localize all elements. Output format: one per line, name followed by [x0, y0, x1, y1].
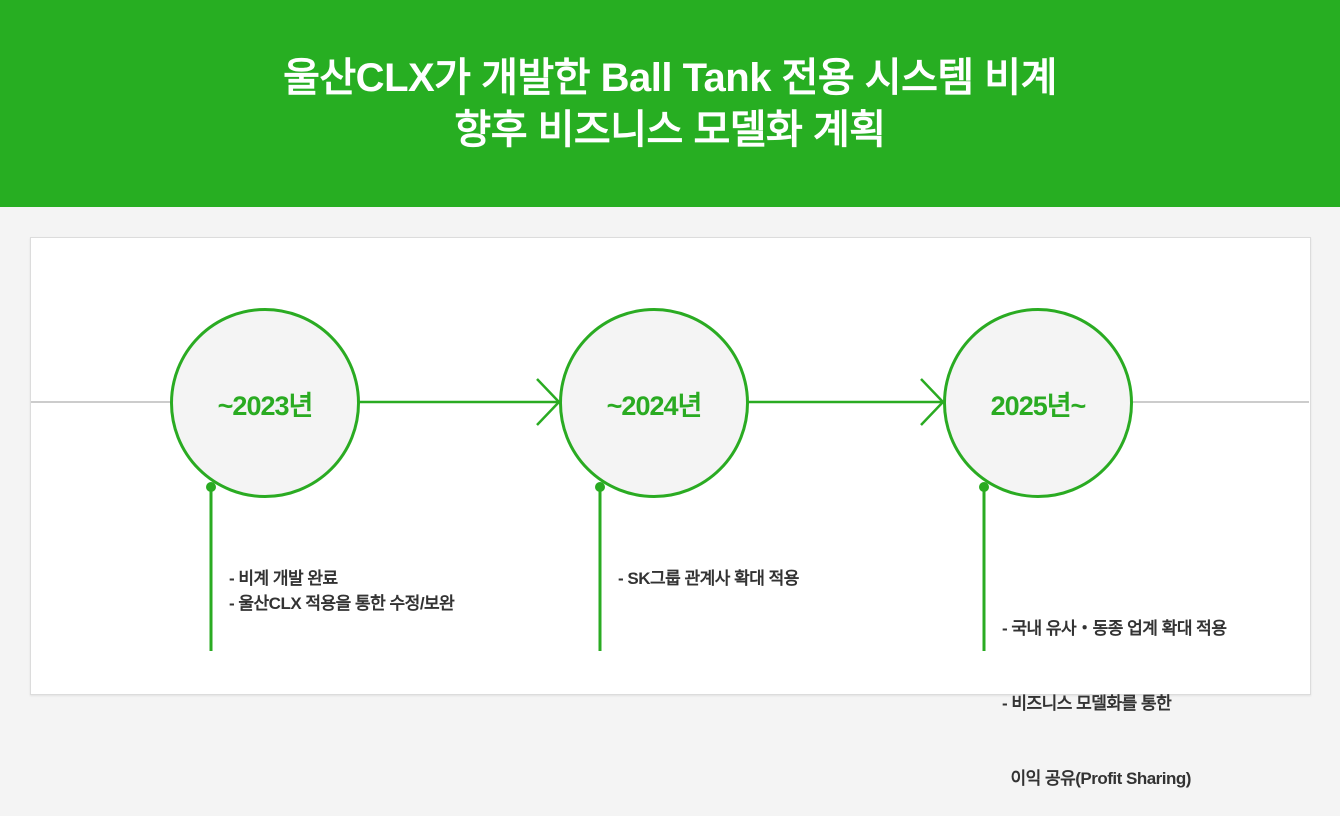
pointer-dot-1 — [206, 482, 216, 492]
stage-circle-2023: ~2023년 — [170, 308, 360, 498]
pointer-dot-2 — [595, 482, 605, 492]
stage-description-2024: - SK그룹 관계사 확대 적용 — [618, 566, 799, 591]
description-item: - SK그룹 관계사 확대 적용 — [618, 569, 799, 588]
stage-circle-2025: 2025년~ — [943, 308, 1133, 498]
description-item: - 국내 유사・동종 업계 확대 적용 — [1002, 619, 1227, 638]
stage-label: 2025년~ — [990, 390, 1087, 421]
description-item: - 울산CLX 적용을 통한 수정/보완 — [229, 594, 455, 613]
stage-label: ~2024년 — [606, 390, 703, 421]
description-item: 이익 공유(Profit Sharing) — [1002, 769, 1191, 788]
stage-label: ~2023년 — [217, 390, 314, 421]
pointer-dot-3 — [979, 482, 989, 492]
description-item: - 비계 개발 완료 — [229, 569, 338, 588]
description-item: - 비즈니스 모델화를 통한 — [1002, 694, 1172, 713]
header-banner: 울산CLX가 개발한 Ball Tank 전용 시스템 비계 향후 비즈니스 모… — [0, 0, 1340, 207]
stage-pointers — [206, 482, 989, 651]
stage-description-2023: - 비계 개발 완료 - 울산CLX 적용을 통한 수정/보완 — [229, 566, 455, 616]
stage-description-2025: - 국내 유사・동종 업계 확대 적용 - 비즈니스 모델화를 통한 이익 공유… — [1002, 566, 1227, 816]
page-title-line1: 울산CLX가 개발한 Ball Tank 전용 시스템 비계 — [283, 55, 1057, 100]
page-title-line2: 향후 비즈니스 모델화 계획 — [454, 107, 886, 152]
stage-circle-2024: ~2024년 — [559, 308, 749, 498]
